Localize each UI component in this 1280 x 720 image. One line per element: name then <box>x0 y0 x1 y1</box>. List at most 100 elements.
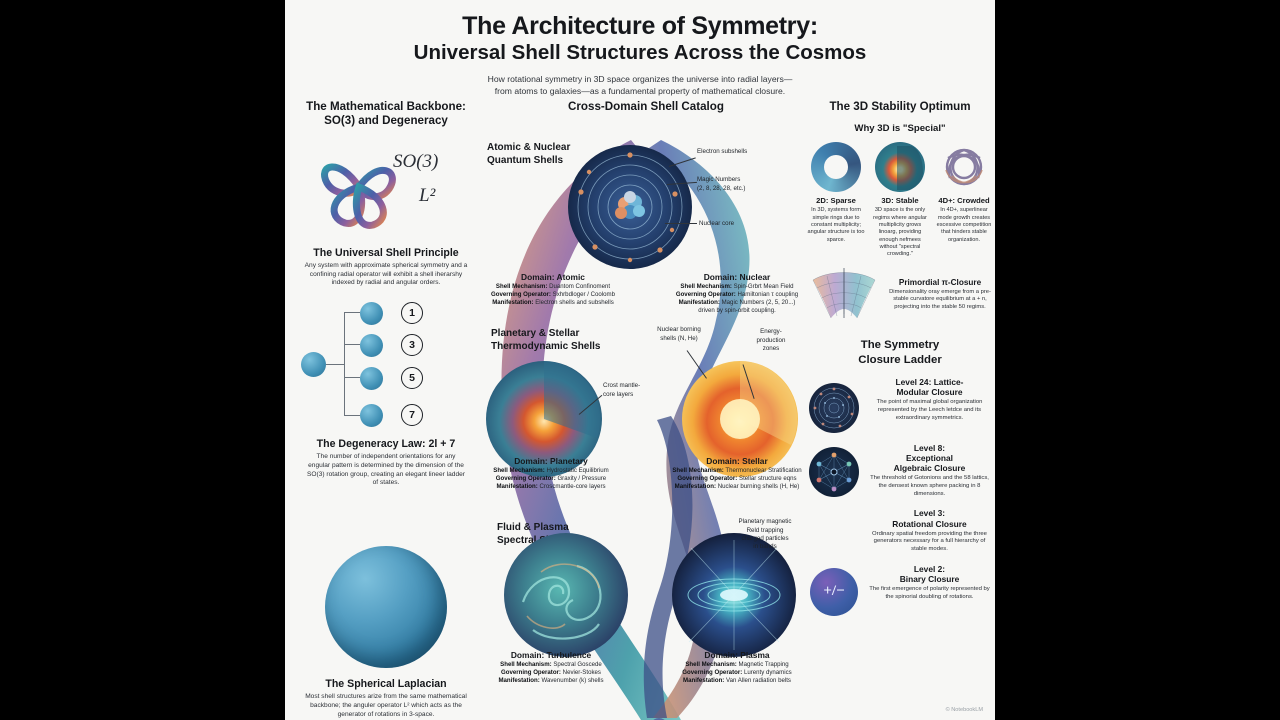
domain-mechanism: Shell Mechanism: Magnetic Trapping <box>661 661 813 669</box>
ladder-heading-line1: Level 24: Lattice- <box>895 376 964 387</box>
domain-manifestation: Manifestation: Croscmantle-core layers <box>475 483 627 491</box>
manifestation-value: Magic Numbers (2, 5, 20...) <box>721 299 796 307</box>
pi-closure-body: Dimensionality oray emerge from a pre-st… <box>889 288 991 310</box>
saddle-curvature-icon <box>807 268 881 320</box>
page-subtitle: How rotational symmetry in 3D space orga… <box>285 73 995 97</box>
operator-value: Sxhrbdloger / Coolomb <box>552 291 615 299</box>
ladder-heading: Level 8: Exceptional Algebraic Closure <box>866 443 993 473</box>
domain-manifestation: Manifestation: Nuclear burning shells (H… <box>661 483 813 491</box>
atomic-nuclear-line2: Quantum Shells <box>487 154 564 166</box>
magnetic-line2: Reld trapping <box>746 526 784 534</box>
column-shell-catalog: Cross-Domain Shell Catalog <box>481 100 811 720</box>
domain-operator: Governing Operator: Nevier-Stokes <box>475 669 627 677</box>
degeneracy-count: 7 <box>401 404 423 427</box>
mechanism-label: Shell Mechanism: <box>680 283 732 291</box>
manifestation-label: Manifestation: <box>492 299 534 307</box>
operator-label: Governing Operator: <box>677 475 738 483</box>
ladder-body: The threshold of Gotonions and the 58 la… <box>870 475 989 497</box>
domain-card-nuclear: Domain: Nuclear Shell Mechanism: Spin-Gr… <box>661 272 813 314</box>
operator-value: Stellar structure eqns <box>739 475 797 483</box>
ladder-item-level-2: +/− Level 2: Binary Closure The first em… <box>807 564 993 616</box>
page-title-line1: The Architecture of Symmetry: <box>462 12 818 40</box>
pi-closure-heading: Primordial π-Closure <box>898 277 982 287</box>
domain-mechanism: Shell Mechanism: Thermonuclear Stratific… <box>661 467 813 475</box>
sphere-3d-icon <box>875 142 925 193</box>
center-column-title: Cross-Domain Shell Catalog <box>568 100 724 113</box>
callout-crust-mantle: Crost mantle- core layers <box>603 382 640 398</box>
degeneracy-branch-line <box>344 377 360 379</box>
operator-value: Graxity / Pressure <box>557 475 607 483</box>
stability-cell-2d: 2D: Sparse In 3D, systems form simple ri… <box>807 142 865 258</box>
turbulence-illustration <box>504 533 628 658</box>
primordial-pi-closure-block: Primordial π-Closure Dimensionality oray… <box>807 268 993 320</box>
poster-columns: The Mathematical Backbone: SO(3) and Deg… <box>285 100 995 720</box>
universal-shell-principle-body: Any system with approximate spherical sy… <box>304 261 468 287</box>
degeneracy-branch-line <box>344 344 360 346</box>
ladder-title-line2: Closure Ladder <box>858 353 942 366</box>
degeneracy-diagram: 1 3 5 7 <box>297 302 475 428</box>
domain-name: Domain: Stellar <box>706 456 768 467</box>
domain-card-turbulence: Domain: Turbulence Shell Mechanism: Spec… <box>475 650 627 684</box>
ladder-text-level-2: Level 2: Binary Closure The first emerge… <box>866 564 993 602</box>
left-column-title: The Mathematical Backbone: SO(3) and Deg… <box>291 100 481 129</box>
manifestation-value: Nuclear burning shells (H, He) <box>717 483 800 491</box>
ladder-heading: Level 3: Rotational Closure <box>866 508 993 528</box>
degeneracy-node <box>360 404 383 428</box>
burning-line2: shells (N, He) <box>660 334 698 342</box>
manifestation-value: Electron shells and subshells <box>535 299 614 307</box>
manifestation-label: Manifestation: <box>678 299 720 307</box>
watermark: © NotebookLM <box>945 707 983 713</box>
ladder-text-level-3: Level 3: Rotational Closure Ordinary spa… <box>866 508 993 554</box>
ring-2d-icon <box>811 142 861 193</box>
ladder-body: Ordinary spatial freedom providing the t… <box>872 530 987 553</box>
degeneracy-law-heading: The Degeneracy Law: 2l + 7 <box>316 438 456 451</box>
page-subtitle-line1: How rotational symmetry in 3D space orga… <box>487 73 793 84</box>
domain-operator: Governing Operator: Hamiltonian τ coupli… <box>661 291 813 299</box>
domain-manifestation: Manifestation: Van Allen radiation belts <box>661 677 813 685</box>
mechanism-value: Hydrostatic Equilibrium <box>546 467 609 475</box>
stability-body: 3D space is the only regims where angula… <box>873 207 927 258</box>
right-column-title: The 3D Stability Optimum <box>829 100 971 113</box>
primordial-pi-closure-text: Primordial π-Closure Dimensionality oray… <box>887 278 993 312</box>
ladder-title-line1: The Symmetry <box>860 339 940 352</box>
stability-body: In 3D, systems form simple rings due to … <box>807 207 865 243</box>
ladder-text-level-24: Level 24: Lattice- Modular Closure The p… <box>866 377 993 423</box>
column-mathematical-backbone: The Mathematical Backbone: SO(3) and Deg… <box>291 100 481 719</box>
ladder-heading-line3: Algebraic Closure <box>893 463 966 473</box>
energy-line2: production <box>756 336 786 344</box>
degeneracy-count: 3 <box>401 334 423 357</box>
ladder-heading-line2: Binary Closure <box>899 574 960 584</box>
page-subtitle-line2: from atoms to galaxies—as a fundamental … <box>494 85 786 96</box>
symmetry-closure-ladder-title: The Symmetry Closure Ladder <box>807 338 993 367</box>
l-squared-label: L² <box>419 184 436 206</box>
left-title-line1: The Mathematical Backbone: <box>306 100 466 113</box>
operator-value: Lurenty dynamics <box>743 669 792 677</box>
stability-body: In 4D+, superlinear mode growth creates … <box>936 207 992 243</box>
callout-energy-zones: Energy- production zones <box>743 328 799 352</box>
ladder-heading-line1: Level 3: <box>913 508 946 519</box>
sphere-illustration <box>325 546 447 669</box>
degeneracy-node <box>360 367 383 391</box>
universal-shell-principle-block: The Universal Shell Principle Any system… <box>291 247 481 288</box>
operator-value: Hamiltonian τ coupling <box>737 291 799 299</box>
hyperknot-4d-icon <box>938 142 990 192</box>
degeneracy-branch-line <box>344 312 360 314</box>
domain-mechanism: Shell Mechanism: Spectral Goscede <box>475 661 627 669</box>
manifestation-value: Croscmantle-core layers <box>539 483 606 491</box>
poster-header: The Architecture of Symmetry: Universal … <box>285 0 995 97</box>
page-title-line2: Universal Shell Structures Across the Co… <box>413 41 867 64</box>
manifestation-label: Manifestation: <box>683 677 725 685</box>
degeneracy-node <box>360 334 383 358</box>
energy-line1: Energy- <box>760 328 782 336</box>
mechanism-label: Shell Mechanism: <box>495 283 548 291</box>
stability-label: 2D: Sparse <box>816 196 856 206</box>
callout-electron-subshells: Electron subshells <box>697 148 748 156</box>
ladder-item-level-8: Level 8: Exceptional Algebraic Closure T… <box>807 443 993 499</box>
domain-name: Domain: Plasma <box>704 650 770 661</box>
callout-magic-numbers: Magic Numbers (2, 8, 28, 28, etc.) <box>697 176 746 192</box>
magnetic-line4: in bands <box>753 542 777 550</box>
planetary-stellar-line2: Thermodynamic Shells <box>491 340 601 352</box>
domain-manifestation: Manifestation: Electron shells and subsh… <box>477 299 629 307</box>
magnetic-line1: Planetary magnetic <box>738 518 792 526</box>
